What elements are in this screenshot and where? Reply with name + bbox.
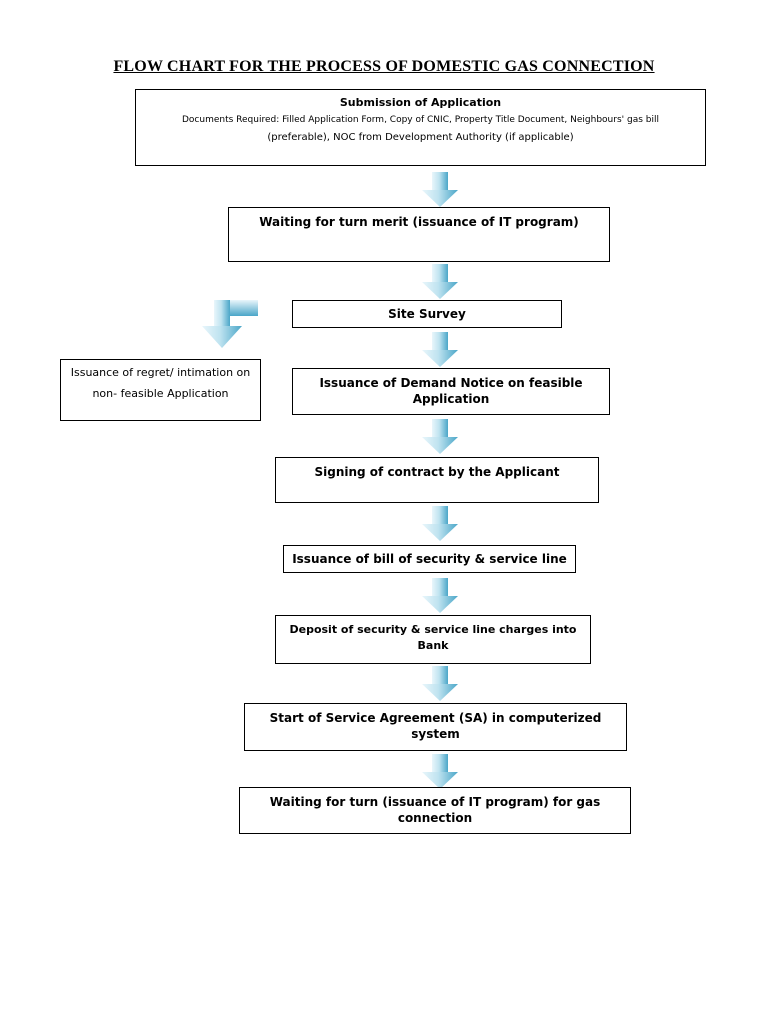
regret-box: Issuance of regret/ intimation on non- f…: [60, 359, 261, 421]
down-arrow-icon: [422, 754, 458, 789]
site-survey-box: Site Survey: [292, 300, 562, 328]
submission-box: Submission of Application Documents Requ…: [135, 89, 706, 166]
demand-notice-box: Issuance of Demand Notice on feasible Ap…: [292, 368, 610, 415]
sa-box: Start of Service Agreement (SA) in compu…: [244, 703, 627, 751]
regret-label: Issuance of regret/ intimation on non- f…: [70, 366, 251, 400]
site-survey-label: Site Survey: [388, 307, 466, 321]
down-arrow-icon: [422, 419, 458, 454]
waiting-gas-label: Waiting for turn (issuance of IT program…: [269, 795, 601, 825]
deposit-box: Deposit of security & service line charg…: [275, 615, 591, 664]
bent-arrow-icon: [202, 300, 258, 348]
bill-box: Issuance of bill of security & service l…: [283, 545, 576, 573]
down-arrow-icon: [422, 506, 458, 541]
signing-label: Signing of contract by the Applicant: [314, 465, 560, 479]
page-title: FLOW CHART FOR THE PROCESS OF DOMESTIC G…: [113, 58, 655, 75]
deposit-label: Deposit of security & service line charg…: [289, 623, 577, 652]
waiting-gas-box: Waiting for turn (issuance of IT program…: [239, 787, 631, 834]
submission-docs-line2: (preferable), NOC from Development Autho…: [267, 132, 574, 143]
down-arrow-icon: [422, 172, 458, 207]
signing-box: Signing of contract by the Applicant: [275, 457, 599, 503]
demand-notice-label: Issuance of Demand Notice on feasible Ap…: [319, 376, 583, 406]
submission-title: Submission of Application: [339, 96, 502, 109]
down-arrow-icon: [422, 666, 458, 701]
waiting-merit-box: Waiting for turn merit (issuance of IT p…: [228, 207, 610, 262]
submission-docs-line1: Documents Required: Filled Application F…: [182, 115, 659, 125]
down-arrow-icon: [422, 578, 458, 613]
waiting-merit-label: Waiting for turn merit (issuance of IT p…: [259, 215, 579, 229]
sa-label: Start of Service Agreement (SA) in compu…: [269, 711, 602, 741]
bill-label: Issuance of bill of security & service l…: [292, 552, 567, 566]
down-arrow-icon: [422, 264, 458, 299]
down-arrow-icon: [422, 332, 458, 367]
